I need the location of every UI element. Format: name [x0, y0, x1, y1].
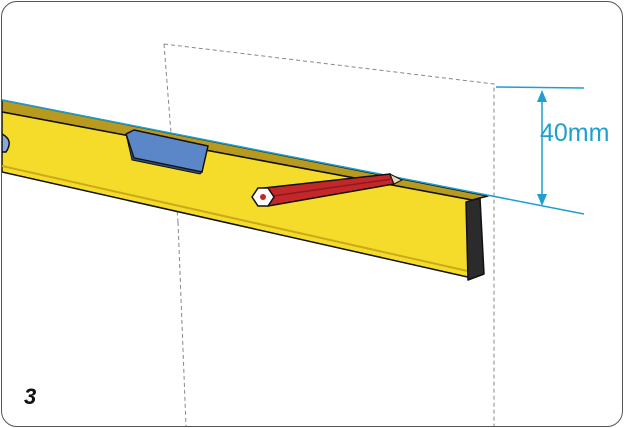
measurement-label: 40mm: [540, 119, 609, 147]
level-left-vial-edge: [2, 133, 10, 153]
pencil: [251, 172, 404, 207]
guide-line-upper: [495, 86, 585, 89]
level-front-face: [2, 111, 473, 279]
step-number: 3: [24, 384, 37, 409]
dimension-arrow: [537, 90, 547, 206]
guide-line-top: [2, 99, 585, 215]
spirit-level: [2, 99, 489, 281]
level-end-cap: [465, 197, 485, 281]
